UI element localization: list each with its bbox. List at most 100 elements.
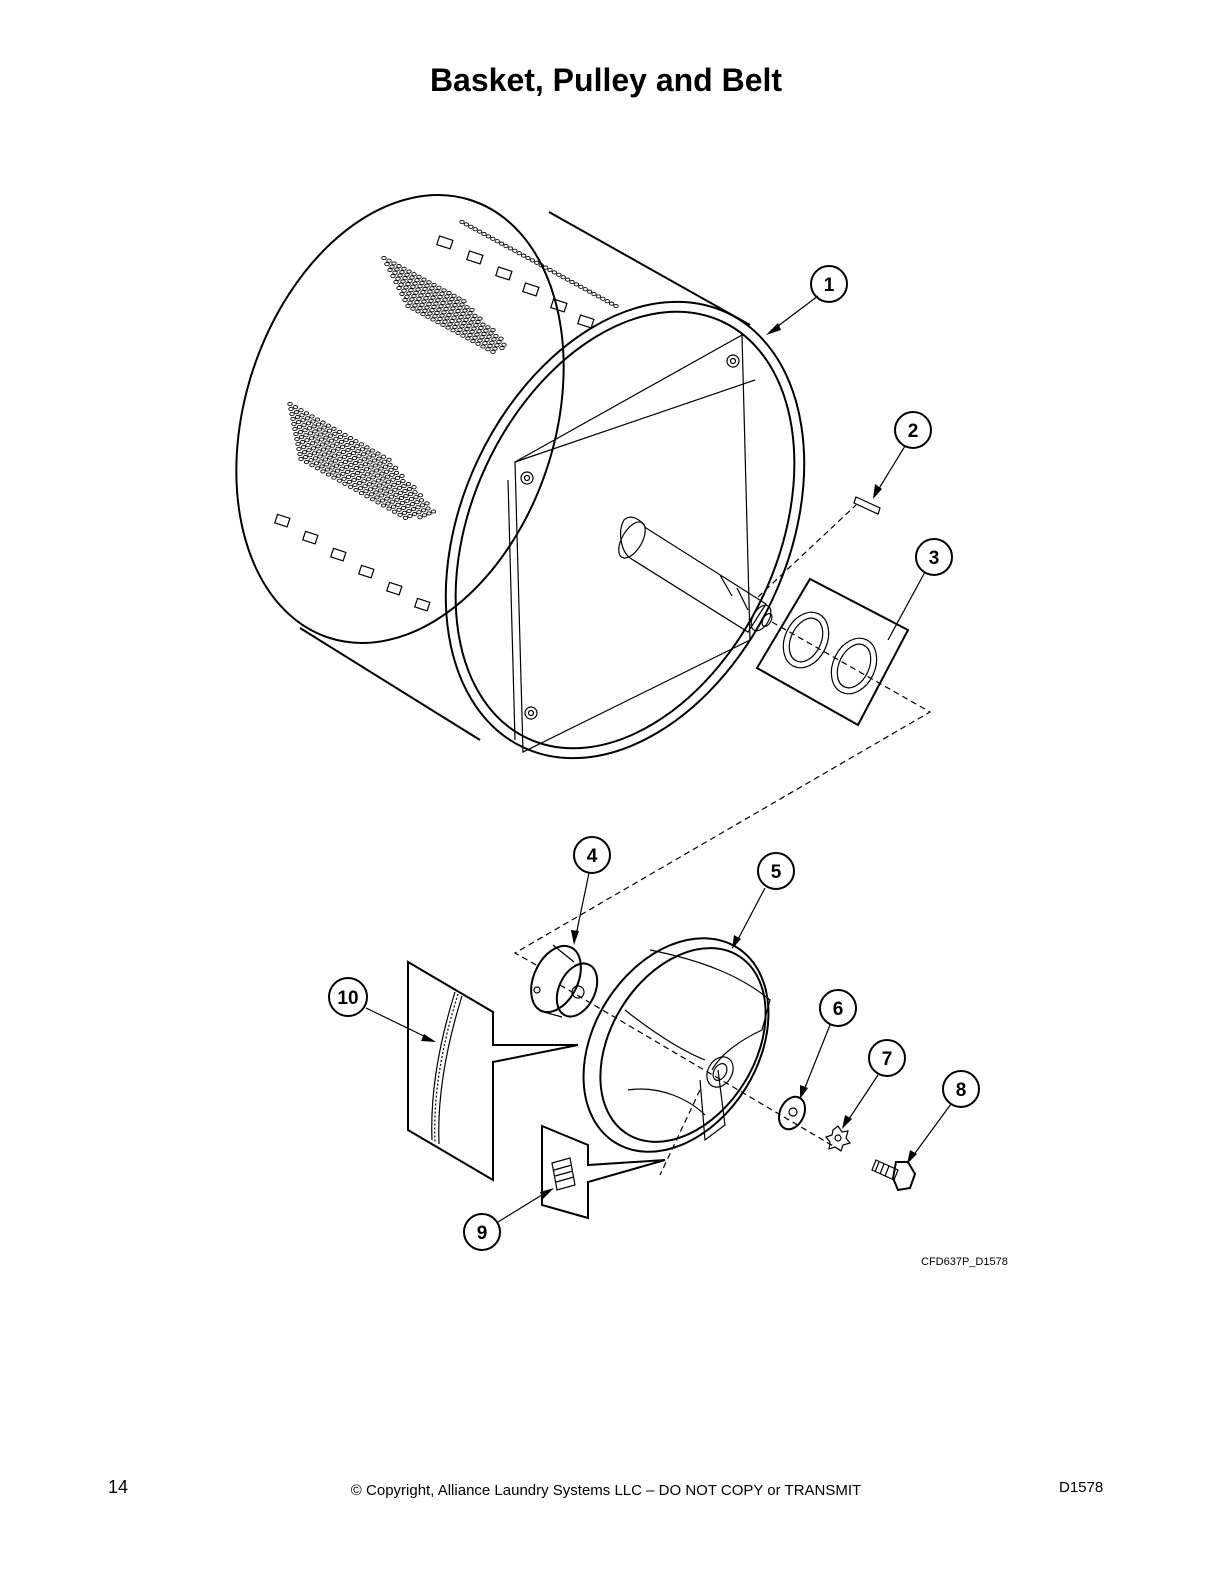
basket-back-panel xyxy=(514,333,751,753)
perforation-hole xyxy=(296,446,302,452)
perforation-hole xyxy=(377,461,383,466)
perforation-hole xyxy=(292,405,299,410)
basket-back-rim xyxy=(235,194,565,644)
perforation-hole xyxy=(342,459,349,464)
perforation-hole xyxy=(298,456,304,462)
perforation-hole xyxy=(400,478,406,484)
perforation-hole xyxy=(416,510,422,515)
perforation-hole xyxy=(320,420,326,425)
panel-nut-left xyxy=(520,471,534,485)
perforation-hole xyxy=(454,299,460,304)
perforation-hole xyxy=(323,462,330,467)
perforation-hole xyxy=(377,488,384,493)
svg-text:2: 2 xyxy=(908,421,919,442)
perforation-hole xyxy=(332,458,339,463)
perforation-hole xyxy=(294,436,300,442)
perforation-hole xyxy=(381,255,387,261)
perforation-hole xyxy=(352,482,358,488)
perforation-hole xyxy=(460,311,466,316)
perforation-hole xyxy=(410,284,416,289)
perforation-hole xyxy=(445,325,451,330)
perforation-hole xyxy=(302,428,308,433)
perforation-hole xyxy=(425,314,431,319)
perforation-hole xyxy=(370,475,376,480)
perforation-hole xyxy=(424,283,430,288)
perforation-hole xyxy=(314,417,321,422)
perforation-hole xyxy=(330,470,336,475)
perforation-hole xyxy=(422,286,428,291)
perforation-hole xyxy=(411,294,417,299)
pulley-hub xyxy=(530,944,599,1018)
perforation-hole xyxy=(392,487,398,492)
perforation-hole xyxy=(344,442,350,448)
perforation-hole xyxy=(315,444,321,449)
perforation-hole xyxy=(490,327,496,333)
perforation-hole xyxy=(415,505,421,510)
perforation-squares-lower xyxy=(273,513,431,612)
perforation-hole xyxy=(382,464,389,469)
panel-nut-top xyxy=(726,354,740,368)
perforation-hole xyxy=(416,274,422,279)
perforation-hole xyxy=(339,466,345,471)
perforation-hole xyxy=(429,308,435,313)
perforation-hole xyxy=(451,315,457,320)
perforation-hole xyxy=(293,410,300,415)
svg-text:7: 7 xyxy=(882,1049,893,1070)
perforation-hole xyxy=(404,294,410,299)
perforation-hole xyxy=(403,285,409,290)
perforation-hole xyxy=(330,448,337,453)
basket-front-rim-outer xyxy=(444,300,806,760)
perforation-hole xyxy=(354,444,360,449)
shaft-key xyxy=(853,496,881,515)
perforation-hole xyxy=(460,333,466,338)
perforation-hole xyxy=(348,462,354,468)
perforation-hole xyxy=(403,493,409,499)
perforation-hole xyxy=(351,456,358,461)
perforation-hole xyxy=(534,260,540,265)
perforation-hole xyxy=(380,476,386,481)
perforation-hole xyxy=(427,311,433,316)
perforation-hole xyxy=(396,285,402,291)
perforation-hole xyxy=(469,307,475,312)
perforation-hole xyxy=(434,310,440,315)
perforation-hole xyxy=(551,270,558,275)
perforation-hole xyxy=(307,431,314,436)
perforation-hole xyxy=(420,290,426,295)
perforation-hole xyxy=(456,296,462,301)
washer xyxy=(777,1095,807,1131)
perforation-hole xyxy=(447,300,453,305)
perforation-hole xyxy=(432,292,438,297)
perforation-hole xyxy=(430,509,437,514)
perforation-hole xyxy=(468,320,474,325)
perforation-hole xyxy=(288,406,294,412)
perforation-hole xyxy=(375,478,382,483)
perforation-hole xyxy=(529,258,536,263)
perforation-hole xyxy=(458,315,464,320)
perforation-hole xyxy=(483,328,489,333)
perforation-hole xyxy=(415,287,421,292)
perforation-hole xyxy=(396,485,403,490)
perforation-hole xyxy=(309,441,316,446)
perforation-hole xyxy=(409,275,415,280)
perforation-hole xyxy=(613,303,619,309)
perforation-hole xyxy=(364,472,371,477)
perforation-hole xyxy=(493,333,499,339)
perforation-hole xyxy=(430,317,436,322)
perforation-hole xyxy=(300,418,306,423)
perforation-hole xyxy=(347,457,353,463)
perforation-hole xyxy=(311,451,318,456)
perforation-hole xyxy=(433,301,439,306)
perforation-hole xyxy=(337,434,344,439)
perforation-hole xyxy=(366,455,372,460)
perforation-hole xyxy=(293,431,299,437)
lockwasher xyxy=(824,1125,852,1152)
perforation-hole xyxy=(426,511,432,516)
perforation-hole xyxy=(393,492,399,497)
perforation-hole xyxy=(486,334,492,339)
perforation-hole xyxy=(400,279,406,284)
perforation-hole xyxy=(317,432,324,437)
perforation-hole xyxy=(582,287,588,292)
perforation-hole xyxy=(494,239,500,244)
perforation-hole xyxy=(415,309,421,314)
svg-text:3: 3 xyxy=(929,548,940,569)
